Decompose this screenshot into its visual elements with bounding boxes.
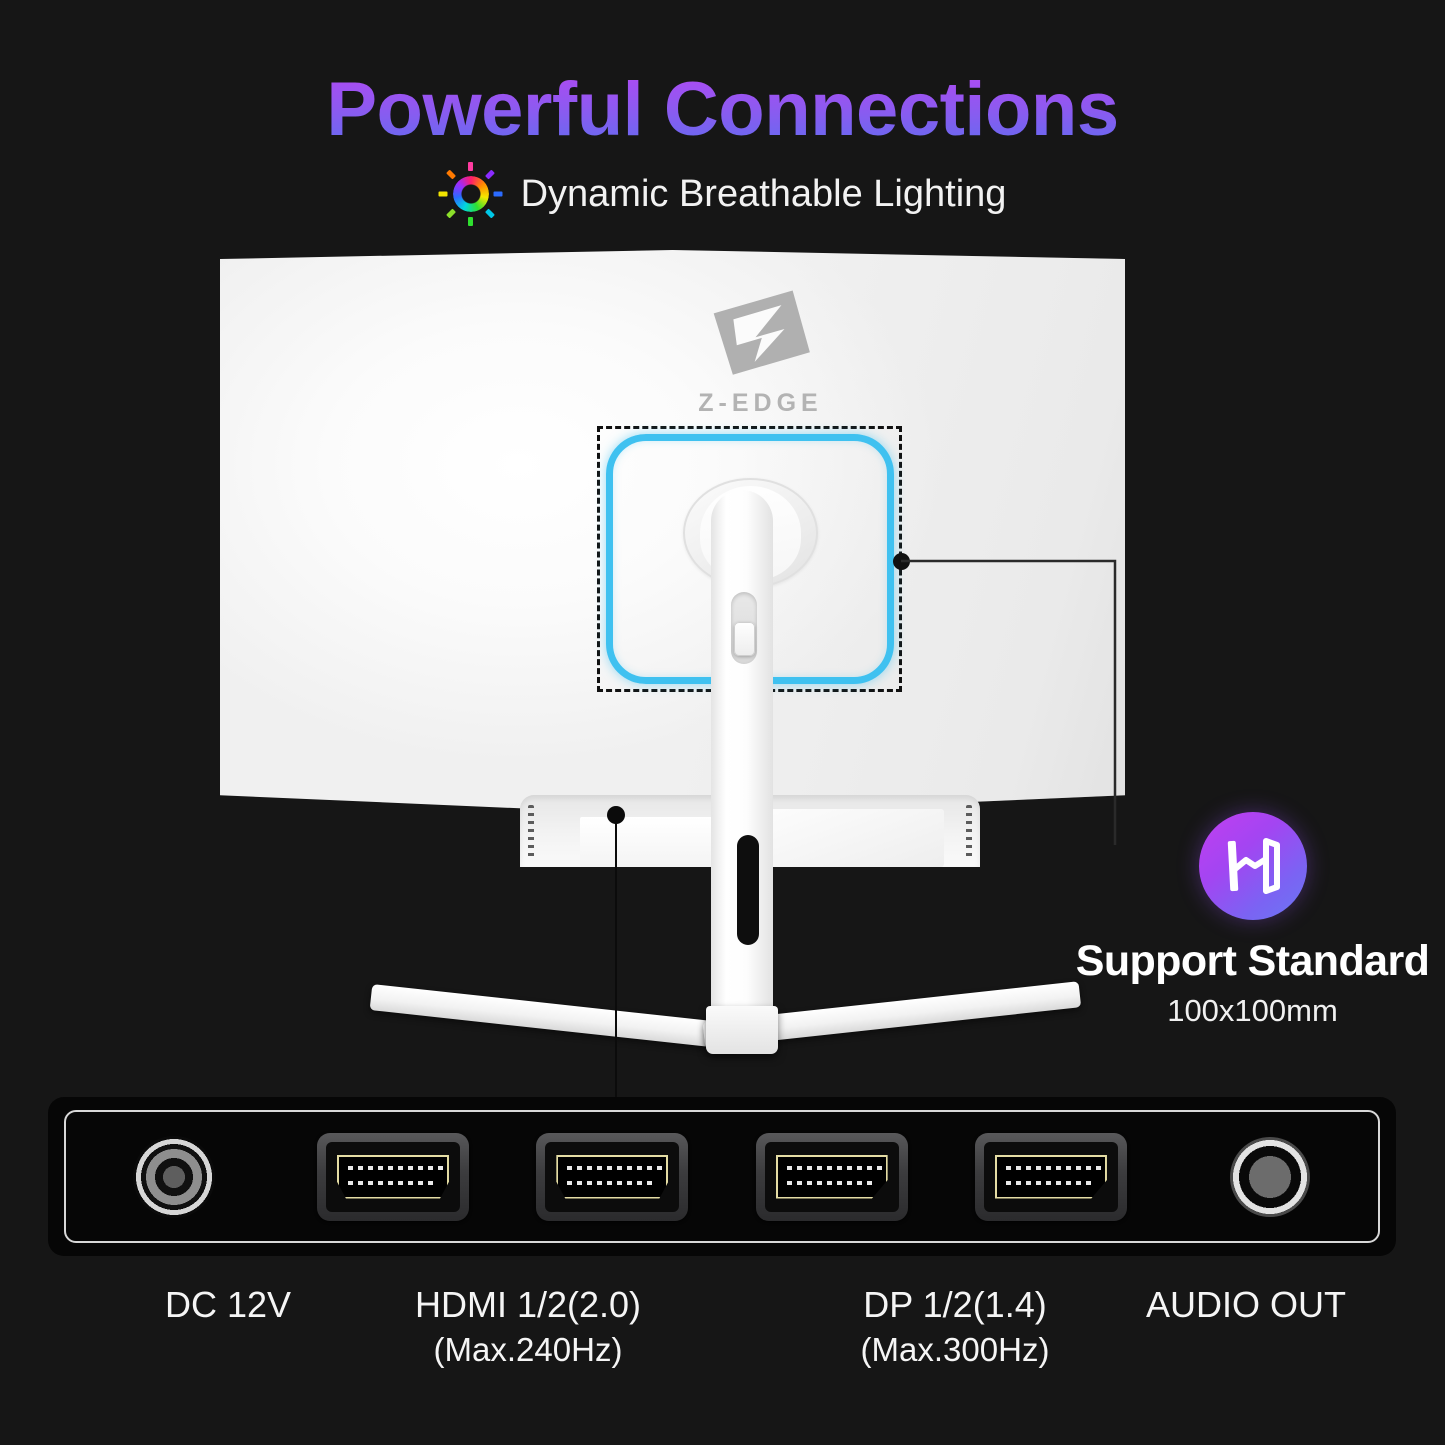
dp-inner <box>983 1141 1118 1212</box>
label-audio-main: AUDIO OUT <box>1145 1284 1346 1325</box>
vent-left-icon <box>528 805 534 861</box>
hdmi-mouth <box>336 1154 449 1199</box>
port-cell-dp-2[interactable] <box>941 1132 1160 1221</box>
port-labels: DC 12V HDMI 1/2(2.0) (Max.240Hz) DP 1/2(… <box>48 1282 1396 1402</box>
vesa-badge-circle <box>1198 812 1307 920</box>
rgb-ring <box>452 176 489 212</box>
hdmi-inner <box>325 1141 460 1212</box>
dp-inner <box>764 1141 899 1212</box>
dc-power-jack-icon[interactable] <box>132 1135 215 1218</box>
hdmi-inner <box>545 1141 680 1212</box>
io-port-panel <box>48 1097 1396 1256</box>
hdmi-pin-row-top <box>567 1165 663 1170</box>
label-dc-main: DC 12V <box>164 1284 292 1325</box>
stand-base-left-arm <box>369 984 741 1050</box>
io-callout-dot <box>607 806 625 824</box>
port-cell-hdmi-2[interactable] <box>503 1132 722 1221</box>
label-dp-main: DP 1/2(1.4) <box>863 1284 1047 1325</box>
label-hdmi-main: HDMI 1/2(2.0) <box>414 1284 642 1325</box>
hdmi-pin-row-top <box>347 1165 443 1170</box>
dp-pin-row-bottom <box>786 1180 872 1185</box>
badge-title: Support Standard <box>1075 937 1430 985</box>
dp-mouth <box>994 1154 1107 1199</box>
hdmi-port-icon[interactable] <box>536 1132 689 1221</box>
label-dp: DP 1/2(1.4) (Max.300Hz) <box>790 1282 1120 1372</box>
label-hdmi: HDMI 1/2(2.0) (Max.240Hz) <box>328 1282 728 1372</box>
page-title: Powerful Connections <box>0 62 1445 158</box>
label-hdmi-sub: (Max.240Hz) <box>433 1331 623 1368</box>
port-cell-dc[interactable] <box>64 1135 283 1218</box>
io-panel-border <box>64 1110 1380 1243</box>
dp-pin-row-top <box>786 1165 882 1170</box>
label-dp-sub: (Max.300Hz) <box>860 1331 1050 1368</box>
subtitle-row: Dynamic Breathable Lighting <box>0 162 1445 226</box>
stand-release-clip <box>734 622 755 656</box>
hdmi-pin-row-bottom <box>567 1180 653 1185</box>
dp-mouth <box>775 1154 888 1199</box>
support-standard-badge: Support Standard 100x100mm <box>1060 812 1445 1030</box>
vent-right-icon <box>966 805 972 861</box>
brand-logo: Z-EDGE <box>668 288 853 418</box>
vesa-callout-dot <box>893 553 910 570</box>
label-dc: DC 12V <box>88 1282 368 1328</box>
stand-base-hub <box>706 1006 778 1054</box>
dp-pin-row-top <box>1005 1165 1101 1170</box>
io-callout-line <box>615 820 617 1100</box>
displayport-icon[interactable] <box>755 1132 908 1221</box>
badge-subtitle: 100x100mm <box>1167 993 1338 1028</box>
port-cell-hdmi-1[interactable] <box>283 1132 502 1221</box>
vesa-width-measure-icon <box>1227 838 1280 894</box>
hdmi-port-icon[interactable] <box>316 1132 469 1221</box>
io-plate-right <box>754 809 944 867</box>
displayport-icon[interactable] <box>974 1132 1127 1221</box>
port-cell-dp-1[interactable] <box>722 1132 941 1221</box>
brand-logo-text: Z-EDGE <box>698 389 823 417</box>
stand-cable-hole <box>737 835 759 945</box>
io-port-row <box>64 1110 1380 1243</box>
label-audio: AUDIO OUT <box>1096 1282 1396 1328</box>
audio-jack-icon[interactable] <box>1230 1136 1311 1217</box>
page-subtitle: Dynamic Breathable Lighting <box>520 173 1007 215</box>
dp-pin-row-bottom <box>1005 1180 1091 1185</box>
rgb-lighting-icon <box>438 162 503 226</box>
hdmi-pin-row-bottom <box>347 1180 433 1185</box>
hdmi-mouth <box>556 1154 669 1199</box>
z-edge-logo-icon <box>713 290 810 375</box>
port-cell-audio[interactable] <box>1161 1136 1380 1217</box>
